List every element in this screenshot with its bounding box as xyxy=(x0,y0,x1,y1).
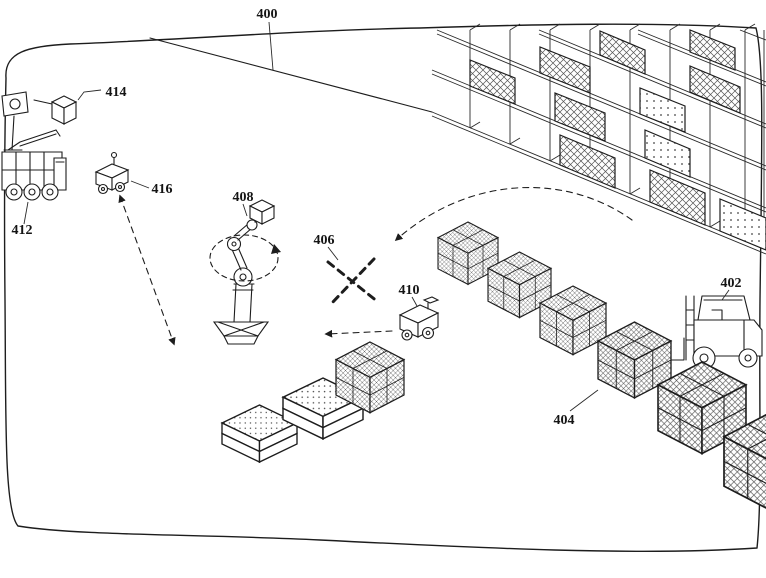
ladder-truck xyxy=(1,129,67,201)
ref-label-408: 408 xyxy=(233,190,254,205)
sensor-cube-icon xyxy=(33,95,78,125)
leader-lines xyxy=(23,21,730,412)
pallet-row-404 xyxy=(437,221,766,512)
back-wall-line xyxy=(149,37,433,113)
sensor-station xyxy=(1,91,78,151)
ref-label-412: 412 xyxy=(12,223,33,238)
rotation-arrowhead xyxy=(271,244,281,254)
rack-boxes xyxy=(469,29,766,251)
ref-label-404: 404 xyxy=(554,413,575,428)
held-box xyxy=(248,199,276,225)
ref-label-416: 416 xyxy=(152,182,173,197)
robotic-arm-figure xyxy=(209,199,281,345)
rotation-path xyxy=(209,234,279,282)
storage-racks xyxy=(431,23,766,255)
path-arrow-410 xyxy=(324,329,393,338)
ref-label-402: 402 xyxy=(721,276,742,291)
mobile-robot-410-figure xyxy=(398,296,440,341)
wall-camera-icon xyxy=(1,91,29,151)
ref-label-406: 406 xyxy=(314,233,335,248)
path-arrow-416 xyxy=(118,194,176,346)
floor-marker-x xyxy=(326,257,380,306)
ref-label-400: 400 xyxy=(257,7,278,22)
ref-label-414: 414 xyxy=(106,85,127,100)
ref-label-410: 410 xyxy=(399,283,420,298)
curved-path-arrow xyxy=(394,187,633,242)
pallet-stacks-bottom xyxy=(221,341,405,463)
mobile-robot-416-figure xyxy=(94,151,130,195)
